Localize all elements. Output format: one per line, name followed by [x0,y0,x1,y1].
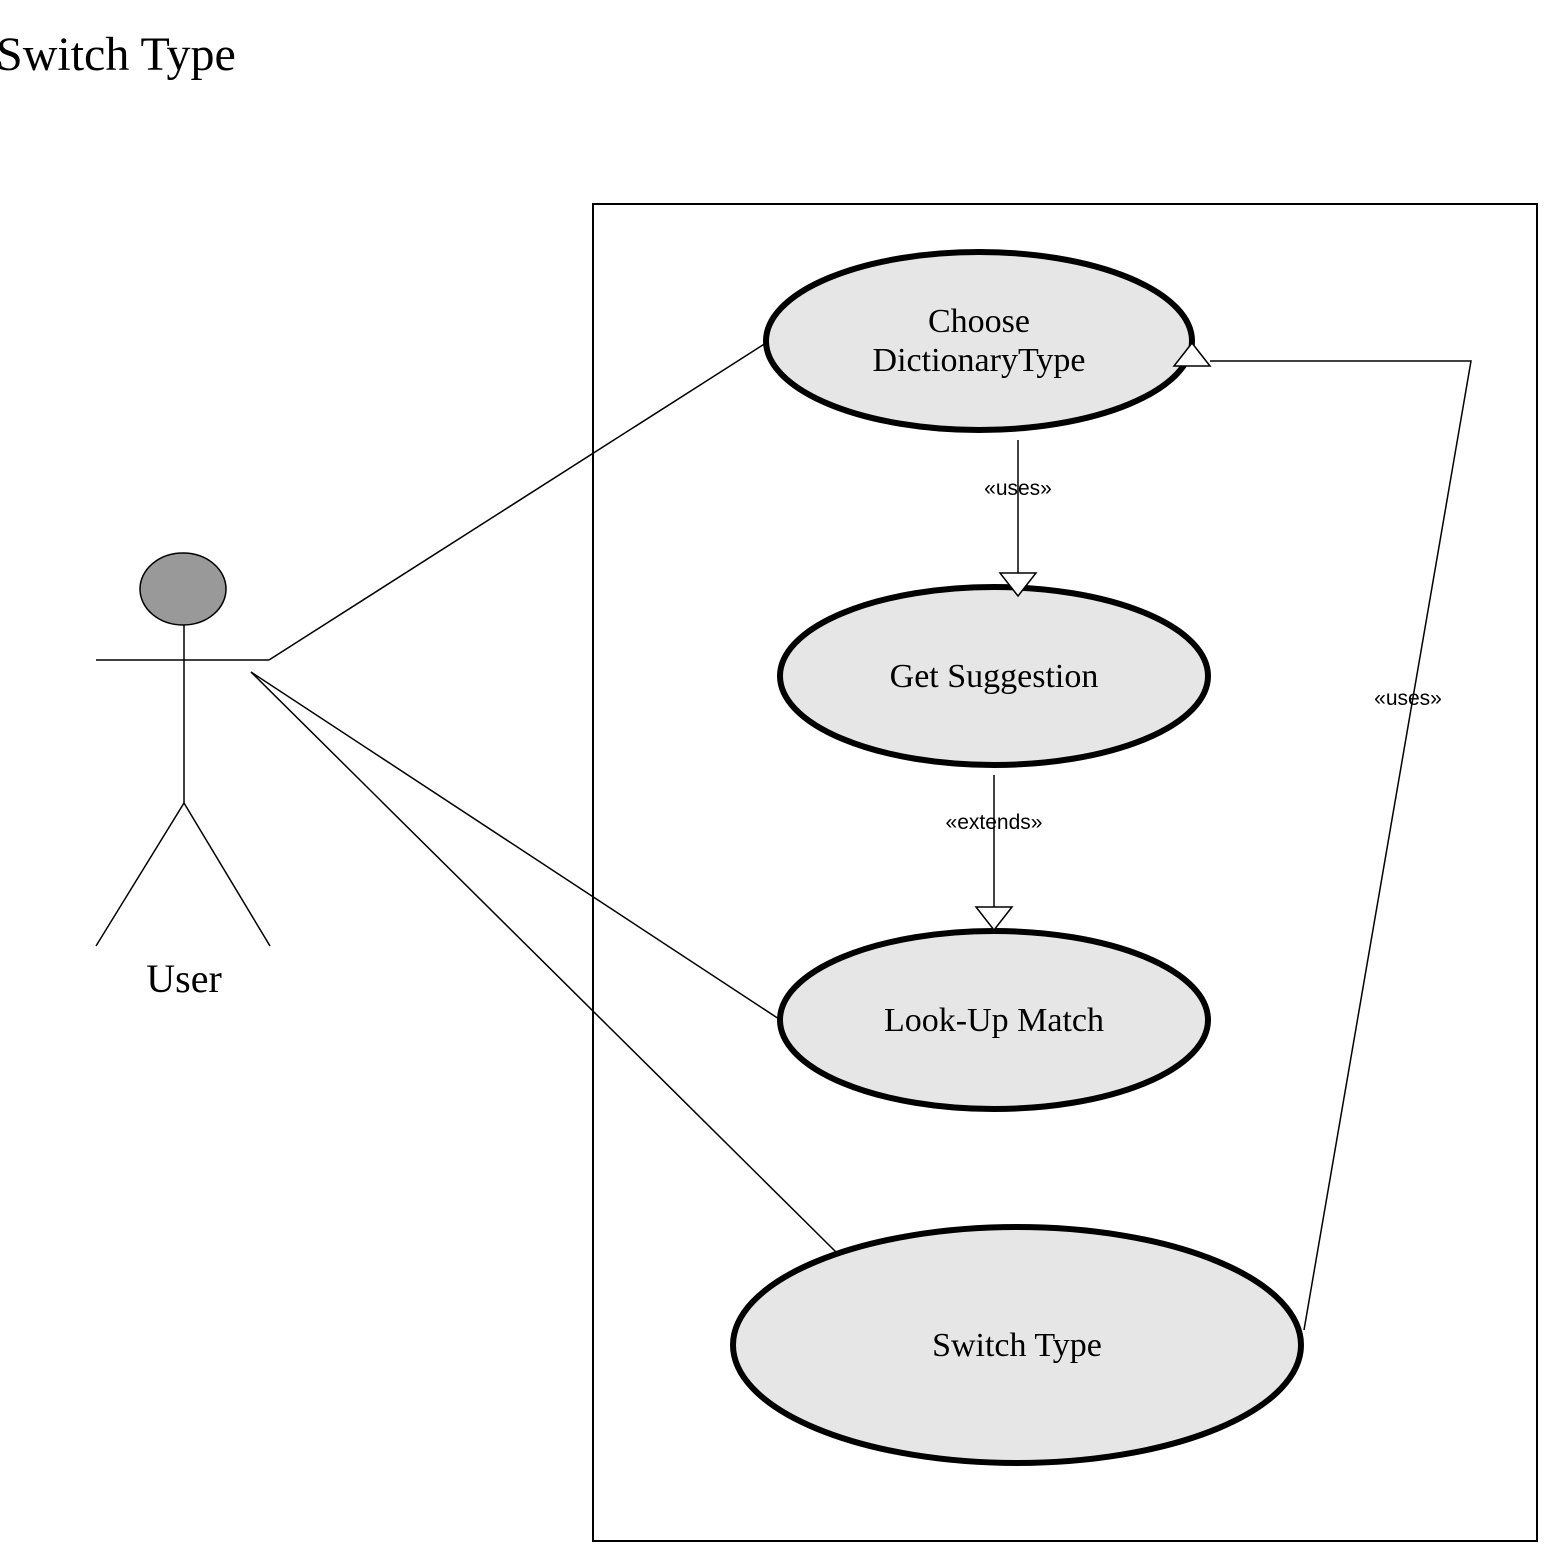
use-case-label: Look-Up Match [884,1002,1104,1039]
actor-left-leg [95,802,185,947]
relationship-uses-choose-suggest: «uses» [984,440,1052,598]
actor-label: User [146,956,222,1001]
actor-user: User [95,552,271,1001]
use-case-switch-type[interactable]: Switch Type [730,1224,1304,1466]
use-case-label: Get Suggestion [890,658,1099,695]
association-user-lookup [250,671,780,1020]
relationship-uses-switch-choose: «uses» [1172,341,1472,1331]
relationship-line [1210,360,1472,1331]
use-case-ellipse[interactable] [777,584,1211,768]
use-case-ellipse[interactable] [763,249,1195,433]
use-case-choose-dictionary-type[interactable]: Choose DictionaryType [763,249,1195,433]
use-case-look-up-match[interactable]: Look-Up Match [777,928,1211,1112]
stereotype-label: «uses» [1374,687,1442,710]
association-user-switch [250,671,837,1253]
generalization-arrowhead [998,572,1038,598]
diagram-title: Switch Type [0,28,236,81]
use-case-get-suggestion[interactable]: Get Suggestion [777,584,1211,768]
generalization-arrowhead [1172,341,1212,367]
use-case-label: Switch Type [932,1327,1102,1364]
associations [250,342,837,1253]
generalization-arrowhead [974,906,1014,932]
system-boundary [592,203,1538,1542]
use-case-label-line1: Choose [928,303,1030,340]
actor-head [139,552,227,626]
actor-right-leg [183,802,271,947]
use-case-ellipse[interactable] [730,1224,1304,1466]
stereotype-label: «uses» [984,477,1052,500]
stereotype-label: «extends» [946,811,1043,834]
association-user-choose [268,342,767,661]
relationship-extends-suggest-lookup: «extends» [946,775,1043,932]
use-case-label-line2: DictionaryType [873,342,1086,379]
